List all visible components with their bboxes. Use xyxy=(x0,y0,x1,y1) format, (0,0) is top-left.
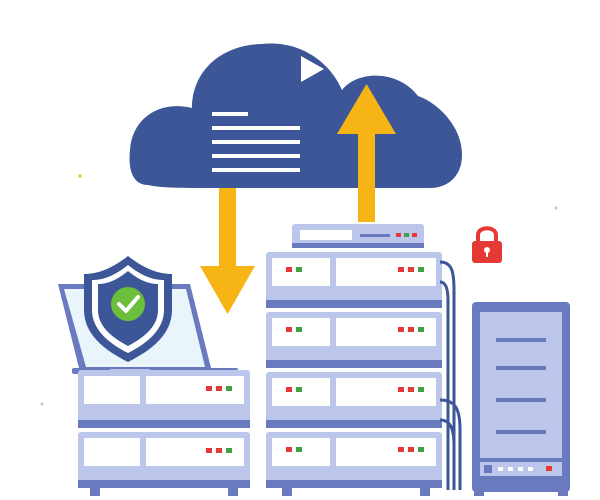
cloud-icon xyxy=(129,43,463,188)
padlock-icon xyxy=(472,226,502,263)
server-rack-icon xyxy=(266,224,442,496)
decorative-dots xyxy=(40,174,558,406)
network-cables xyxy=(439,260,462,490)
play-icon xyxy=(301,56,324,82)
server-rack-icon xyxy=(78,370,250,496)
network-switch xyxy=(292,224,424,248)
server-unit xyxy=(266,372,442,428)
arrow-down-icon xyxy=(200,188,255,314)
server-unit xyxy=(266,432,442,488)
server-unit xyxy=(78,432,250,488)
server-unit xyxy=(266,252,442,308)
server-unit xyxy=(78,370,250,428)
document-lines-icon xyxy=(212,112,300,172)
server-unit xyxy=(266,312,442,368)
arrow-up-icon xyxy=(337,84,396,222)
server-cabinet-icon xyxy=(472,302,570,496)
shield-check-icon xyxy=(84,256,172,362)
